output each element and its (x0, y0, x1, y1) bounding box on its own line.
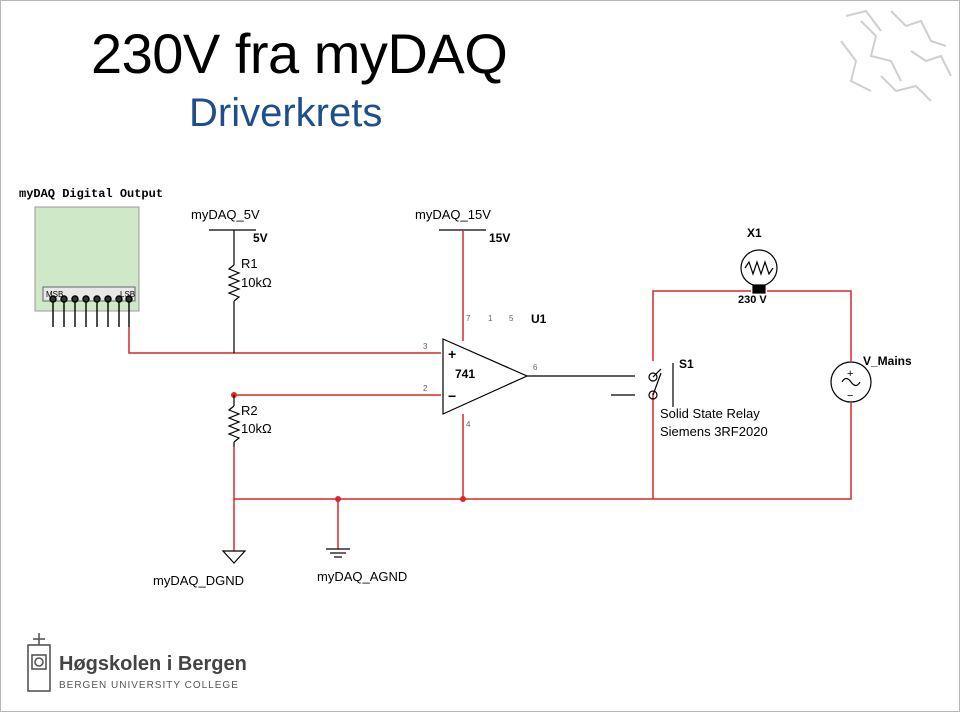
junction-dots (231, 392, 466, 502)
digital-output-block: MSB LSB (34, 206, 140, 312)
circuit-wires (128, 231, 852, 551)
opamp-pin-7: 7 (466, 314, 471, 323)
relay-desc: Solid State Relay (660, 406, 760, 421)
lsb-label: LSB (120, 290, 135, 299)
opamp-pin-5: 5 (509, 314, 514, 323)
watermark-emblem (840, 9, 952, 102)
mains-minus: − (847, 390, 853, 402)
hib-logo-emblem (27, 633, 51, 692)
digital-output-label: myDAQ Digital Output (19, 187, 163, 201)
r1-name: R1 (241, 256, 258, 271)
hib-logo-subname: BERGEN UNIVERSITY COLLEGE (59, 680, 239, 691)
slide-title: 230V fra myDAQ (91, 22, 508, 85)
opamp-model: 741 (455, 367, 475, 381)
lamp-ref: X1 (747, 226, 762, 240)
relay-ref: S1 (679, 357, 694, 371)
relay-part: Siemens 3RF2020 (660, 424, 768, 439)
r2-value: 10kΩ (241, 421, 272, 436)
lamp-value: 230 V (738, 294, 767, 306)
digital-output-pins (49, 295, 133, 327)
dgnd-label: myDAQ_DGND (153, 573, 244, 588)
opamp-pin-4: 4 (466, 420, 471, 429)
opamp-pin-3: 3 (423, 342, 428, 351)
r2-name: R2 (241, 403, 258, 418)
mains-ref: V_Mains (863, 354, 912, 368)
opamp-pin-6: 6 (533, 363, 538, 372)
opamp-pin-2: 2 (423, 384, 428, 393)
opamp-ref: U1 (531, 312, 547, 326)
hib-logo-name: Høgskolen i Bergen (59, 653, 247, 675)
opamp-plus: + (448, 346, 456, 362)
opamp-pin-1: 1 (488, 314, 493, 323)
supply-15v-name: myDAQ_15V (415, 207, 491, 222)
hib-logo (27, 633, 51, 692)
r1-value: 10kΩ (241, 275, 272, 290)
opamp-minus: − (448, 388, 456, 404)
supply-15v-value: 15V (489, 231, 510, 245)
supply-5v-name: myDAQ_5V (191, 207, 260, 222)
slide-subtitle: Driverkrets (189, 91, 383, 135)
msb-label: MSB (46, 290, 63, 299)
supply-5v-value: 5V (253, 231, 268, 245)
agnd-label: myDAQ_AGND (317, 569, 407, 584)
components (209, 229, 872, 564)
mains-plus: + (847, 368, 853, 380)
